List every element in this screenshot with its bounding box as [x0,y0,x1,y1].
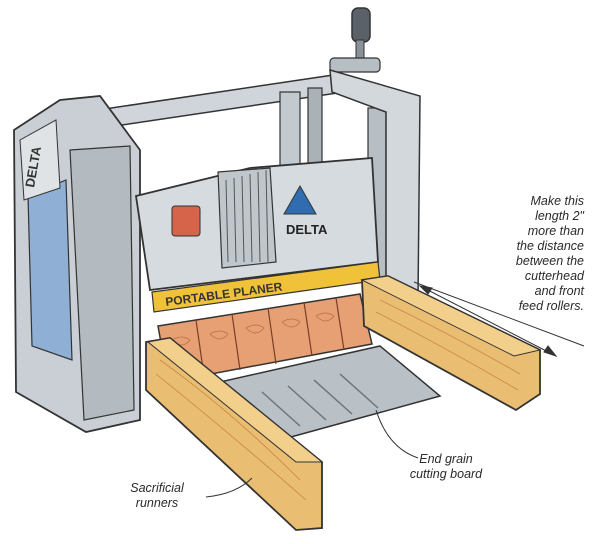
sacrificial-runner-left [145,337,324,531]
board-annotation: End grain cutting board [409,452,483,481]
brand-text: DELTA [286,222,328,237]
runners-annotation: Sacrificial runners [130,481,184,510]
depth-crank [329,7,381,73]
side-badge-text: DELTA [22,145,44,189]
length-annotation: Make this length 2" more than the distan… [515,194,584,313]
sacrificial-runner-right [360,275,542,412]
left-housing [13,95,141,433]
length-dimension-line [413,281,585,358]
leader-lines [205,409,419,498]
motor-hood [134,157,379,292]
carry-handle-bar [97,73,345,129]
